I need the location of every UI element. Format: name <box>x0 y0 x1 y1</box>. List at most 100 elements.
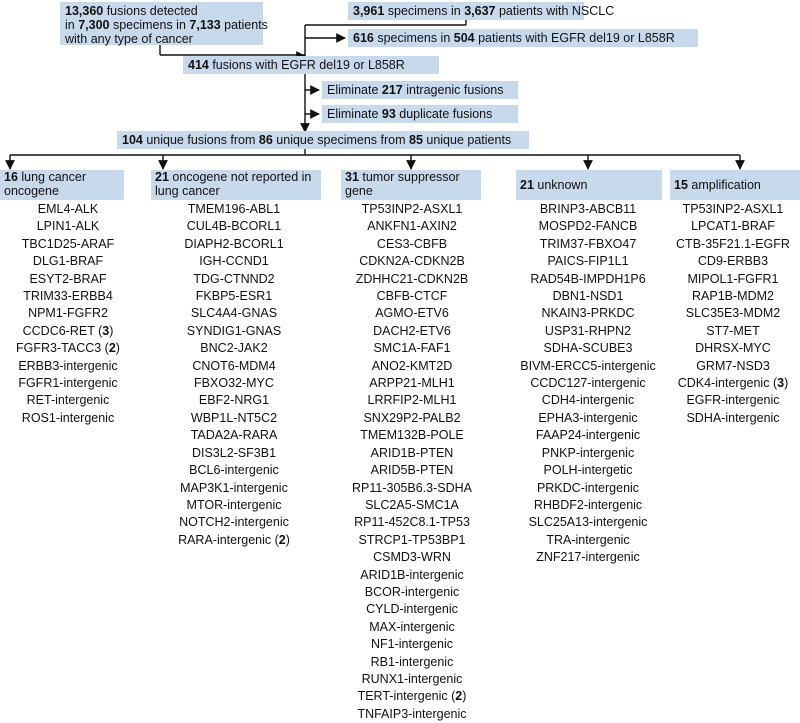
fusion-name: RARA-intergenic <box>178 532 272 547</box>
fusion-item: DIAPH2-BCORL1 <box>150 236 318 253</box>
fusion-item: ARID1B-intergenic <box>322 567 502 584</box>
fusion-name: SDHA-SCUBE3 <box>543 341 633 356</box>
fusion-name: DIAPH2-BCORL1 <box>184 236 284 251</box>
fusion-name: CYLD-intergenic <box>366 602 458 617</box>
eliminate-intragenic-box: Eliminate 217 intragenic fusions <box>322 81 518 99</box>
count-value: 104 <box>122 133 143 147</box>
category-label: unknown <box>533 178 588 192</box>
fusion-item: EML4-ALK <box>4 201 132 218</box>
fusion-name: TP53INP2-ASXL1 <box>361 202 463 216</box>
fusion-item: SLC25A13-intergenic <box>510 514 666 531</box>
fusion-item: TERT-intergenic (2) <box>357 689 467 704</box>
fusion-item: PRKDC-intergenic <box>510 480 666 497</box>
fusion-item: SDHA-SCUBE3 <box>510 340 666 357</box>
line-text: specimens in <box>109 18 190 32</box>
fusion-name: ARID1B-PTEN <box>370 445 454 460</box>
fusion-item: SNX29P2-PALB2 <box>322 410 502 427</box>
fusion-item: TMEM196-ABL1 <box>150 201 318 218</box>
fusion-name: CDH4-intergenic <box>541 393 635 408</box>
line-text: Eliminate <box>327 83 382 97</box>
fusion-name: SLC4A4-GNAS <box>190 306 278 321</box>
fusion-item: RP11-305B6.3-SDHA <box>322 480 502 497</box>
fusion-item: SLC35E3-MDM2 <box>666 305 800 322</box>
fusion-name: FKBP5-ESR1 <box>195 289 273 304</box>
fusion-name: SMC1A-FAF1 <box>373 341 451 356</box>
flow-connectors <box>5 18 745 170</box>
line-text: patients with NSCLC <box>495 4 615 18</box>
category-label: amplification <box>687 178 761 192</box>
nsclc-box: 3,961 specimens in 3,637 patients with N… <box>348 2 614 20</box>
count-value: 7,300 <box>78 18 110 32</box>
category-amplification: 15 amplification <box>670 170 800 200</box>
fusion-item: CUL4B-BCORL1 <box>150 218 318 235</box>
line-text: duplicate fusions <box>395 107 493 121</box>
fusion-name: TMEM132B-POLE <box>360 428 464 443</box>
fusion-name: ST7-MET <box>706 323 760 338</box>
fusion-name: TMEM196-ABL1 <box>187 202 281 216</box>
fusion-item: MOSPD2-FANCB <box>510 218 666 235</box>
fusion-item: MIPOL1-FGFR1 <box>666 271 800 288</box>
fusion-name: PNKP-intergenic <box>541 445 635 460</box>
line-text: fusions detected <box>103 4 198 18</box>
fusion-item: DHRSX-MYC <box>666 340 800 357</box>
fusion-name: ESYT2-BRAF <box>29 271 107 286</box>
fusion-name: TRA-intergenic <box>546 532 630 547</box>
fusion-name: LPCAT1-BRAF <box>691 219 775 234</box>
fusion-item: BNC2-JAK2 <box>150 340 318 357</box>
count-value: 7,133 <box>189 18 221 32</box>
fusion-item: ZDHHC21-CDKN2B <box>322 271 502 288</box>
fusion-name: FGFR1-intergenic <box>18 376 118 391</box>
fusion-name: SLC25A13-intergenic <box>528 515 648 530</box>
fusion-name: CUL4B-BCORL1 <box>186 219 282 234</box>
fusion-name: TRIM37-FBXO47 <box>539 236 637 251</box>
fusion-name: TBC1D25-ARAF <box>21 236 115 251</box>
fusion-item: CBFB-CTCF <box>322 288 502 305</box>
fusion-name: SDHA-intergenic <box>686 410 780 425</box>
fusion-name: RET-intergenic <box>26 393 110 408</box>
fusion-name: SNX29P2-PALB2 <box>363 410 461 425</box>
fusion-name: BNC2-JAK2 <box>200 341 268 356</box>
fusion-item: SDHA-intergenic <box>666 410 800 427</box>
fusion-item: CCDC127-intergenic <box>510 375 666 392</box>
line-text: patients <box>220 18 268 32</box>
fusion-name: TADA2A-RARA <box>190 428 278 443</box>
fusion-item: FKBP5-ESR1 <box>150 288 318 305</box>
egfr-fusions-box: 414 fusions with EGFR del19 or L858R <box>183 56 439 74</box>
fusion-name: SYNDIG1-GNAS <box>186 323 282 338</box>
fusion-name: SLC2A5-SMC1A <box>365 497 459 512</box>
category-count: 15 <box>674 178 688 192</box>
fusion-item: EPHA3-intergenic <box>510 410 666 427</box>
fusion-item: USP31-RHPN2 <box>510 323 666 340</box>
fusion-name: ZDHHC21-CDKN2B <box>355 271 469 286</box>
fusion-item: PAICS-FIP1L1 <box>510 253 666 270</box>
all-cancer-line3: with any type of cancer <box>65 32 193 46</box>
fusion-name: ERBB3-intergenic <box>18 358 118 373</box>
fusion-name: EBF2-NRG1 <box>198 393 270 408</box>
count-value: 217 <box>381 83 403 97</box>
fusion-item: BRINP3-ABCB11 <box>510 201 666 218</box>
fusion-item: RB1-intergenic <box>322 654 502 671</box>
fusion-name: GRM7-NSD3 <box>696 358 770 373</box>
count-value: 85 <box>409 133 423 147</box>
fusion-item: SLC4A4-GNAS <box>150 305 318 322</box>
fusion-name: FGFR3-TACC3 <box>16 341 102 356</box>
category-label: tumor suppressor gene <box>345 170 460 198</box>
fusion-item: DLG1-BRAF <box>4 253 132 270</box>
fusion-name: BIVM-ERCC5-intergenic <box>520 358 656 373</box>
count-value: 504 <box>453 31 475 45</box>
fusion-name: NPM1-FGFR2 <box>28 306 108 321</box>
fusion-name: CNOT6-MDM4 <box>192 358 276 373</box>
fusion-item: DIS3L2-SF3B1 <box>150 445 318 462</box>
fusion-name: IGH-CCND1 <box>199 254 269 269</box>
count-value: 13,360 <box>65 4 104 18</box>
fusion-item: MAX-intergenic <box>322 619 502 636</box>
all-cancer-box: 13,360 fusions detected in 7,300 specime… <box>60 2 268 46</box>
fusion-item: CD9-ERBB3 <box>666 253 800 270</box>
fusion-item: ARID1B-PTEN <box>322 445 502 462</box>
fusion-name: CBFB-CTCF <box>376 289 448 304</box>
fusion-item: RP11-452C8.1-TP53 <box>322 514 502 531</box>
fusion-item: NF1-intergenic <box>322 636 502 653</box>
fusion-item: STRCP1-TP53BP1 <box>322 532 502 549</box>
fusion-name: RHBDF2-intergenic <box>533 497 643 512</box>
